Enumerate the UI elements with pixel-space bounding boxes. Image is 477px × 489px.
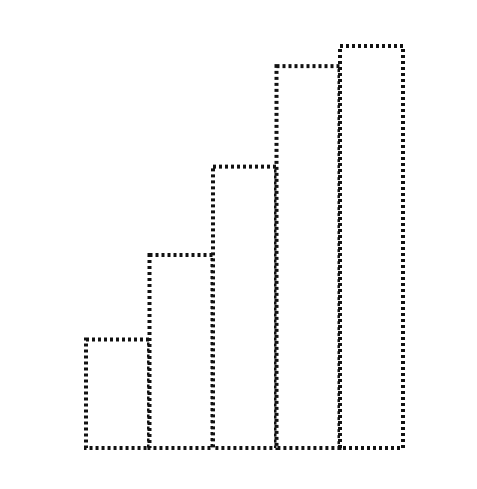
bar-5 [338, 44, 405, 450]
bar-1 [84, 337, 151, 450]
bar-2 [147, 253, 215, 450]
bars-group [84, 44, 405, 450]
bar-4 [274, 64, 342, 450]
bar-3 [211, 164, 278, 450]
